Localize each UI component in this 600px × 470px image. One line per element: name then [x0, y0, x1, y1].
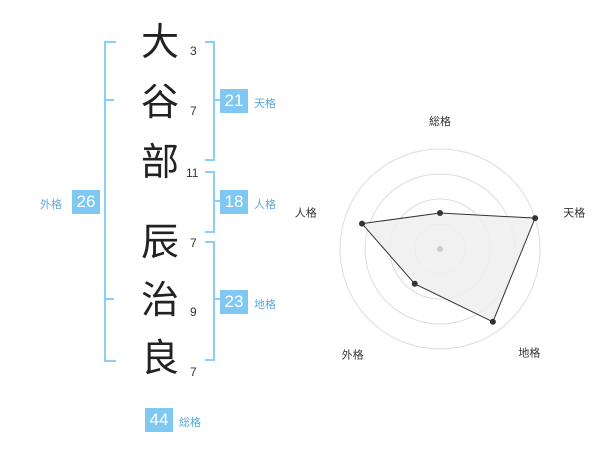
radar-point-5 — [359, 220, 366, 227]
jinkaku-bracket-tick — [213, 200, 221, 202]
radar-data-polygon — [361, 212, 536, 323]
stroke-count-4: 7 — [190, 236, 197, 250]
name-char-2: 谷 — [140, 80, 179, 124]
name-char-1: 大 — [140, 20, 179, 64]
chikaku-score-badge: 23 — [220, 290, 248, 314]
radar-axis-label-4: 外格 — [342, 347, 364, 361]
radar-point-1 — [437, 210, 443, 216]
radar-axis-label-3: 地格 — [518, 345, 540, 359]
tenkaku-score-badge: 21 — [220, 89, 248, 113]
name-char-5: 治 — [140, 278, 179, 322]
name-char-6: 良 — [140, 336, 179, 380]
stroke-count-5: 9 — [190, 305, 197, 319]
gaikaku-bracket-tick — [104, 298, 114, 300]
radar-point-4 — [411, 280, 418, 287]
chikaku-bracket-tick — [213, 298, 221, 300]
name-char-4: 辰 — [140, 220, 179, 264]
tenkaku-bracket-tick — [213, 99, 221, 101]
jinkaku-score-badge: 18 — [220, 190, 248, 214]
radar-center-dot — [437, 246, 443, 252]
stroke-count-1: 3 — [190, 44, 197, 58]
chikaku-label: 地格 — [254, 298, 276, 311]
gaikaku-bracket-tick — [104, 99, 114, 101]
jinkaku-label: 人格 — [254, 198, 276, 211]
radar-axis-label-1: 総格 — [429, 114, 451, 128]
stroke-count-3: 11 — [186, 166, 199, 180]
radar-point-3 — [489, 318, 496, 325]
gaikaku-label: 外格 — [40, 198, 62, 211]
radar-axis-label-2: 天格 — [563, 206, 585, 220]
gaikaku-score-badge: 26 — [72, 190, 100, 214]
jinkaku-bracket — [205, 171, 215, 233]
stroke-count-6: 7 — [190, 365, 197, 379]
soukaku-score-badge: 44 — [145, 408, 173, 432]
radar-grid-ring — [339, 148, 541, 350]
soukaku-label: 総格 — [179, 416, 201, 429]
radar-point-2 — [532, 215, 539, 222]
tenkaku-label: 天格 — [254, 97, 276, 110]
stroke-count-2: 7 — [190, 104, 197, 118]
name-char-3: 部 — [140, 140, 179, 184]
tenkaku-bracket — [205, 41, 215, 161]
radar-axis-label-5: 人格 — [295, 206, 317, 220]
chikaku-bracket — [205, 241, 215, 361]
gaikaku-bracket — [104, 41, 116, 362]
